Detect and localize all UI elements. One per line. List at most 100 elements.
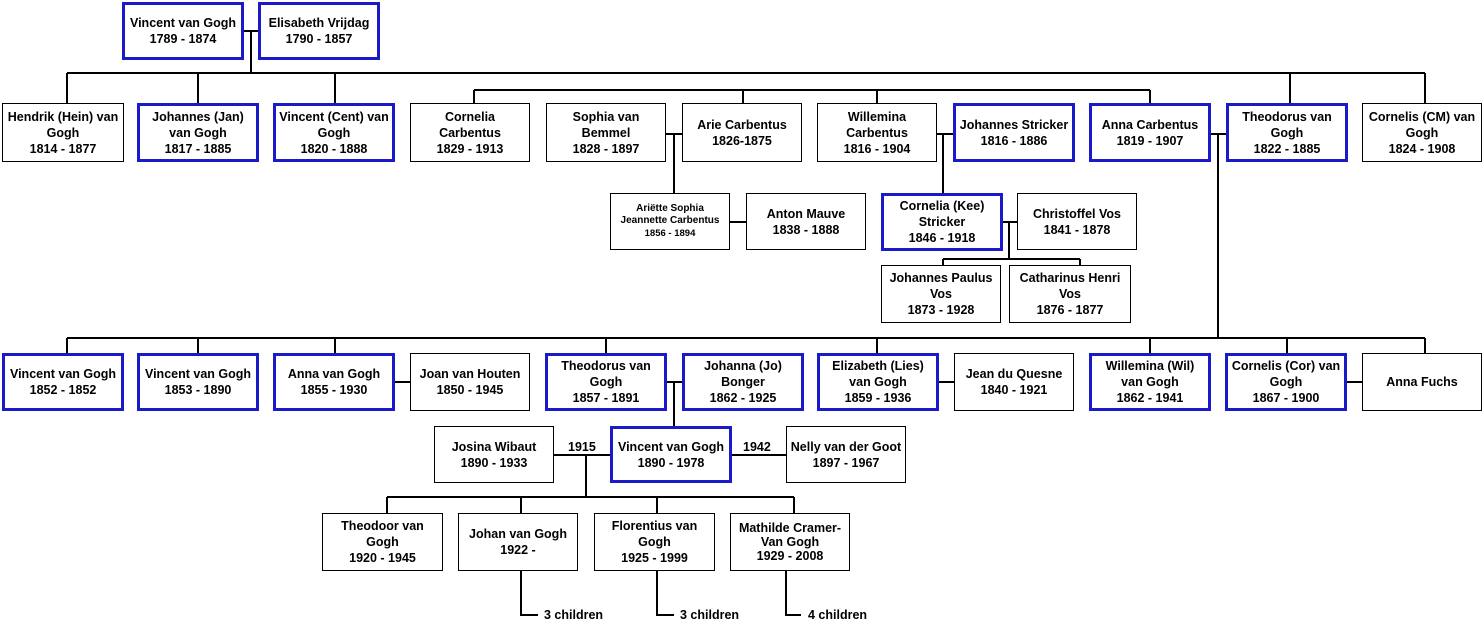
- person-name: Johannes Paulus Vos: [889, 271, 993, 301]
- person-dates: 1828 - 1897: [572, 141, 640, 156]
- person-name: Nelly van der Goot: [790, 439, 902, 454]
- person-dates: 1853 - 1890: [164, 383, 232, 397]
- person-dates: 1856 - 1894: [644, 227, 696, 239]
- person-dates: 1826-1875: [712, 133, 772, 148]
- person-dates: 1846 - 1918: [908, 231, 976, 245]
- person-name: Anna Carbentus: [1101, 117, 1199, 132]
- person-name: Catharinus Henri Vos: [1019, 271, 1121, 301]
- person-dates: 1862 - 1941: [1116, 391, 1184, 405]
- person-dates: 1816 - 1904: [843, 141, 911, 156]
- person-name: Anna Fuchs: [1386, 375, 1458, 389]
- person-name: Theodorus van Gogh: [561, 359, 651, 389]
- person-dates: 1838 - 1888: [772, 222, 840, 237]
- person-dates: 1817 - 1885: [164, 141, 232, 156]
- person-dates: 1816 - 1886: [980, 133, 1048, 148]
- johan-children-label: 3 children: [544, 608, 604, 622]
- person-dates: 1790 - 1857: [285, 32, 353, 46]
- person-joan-van-houten: Joan van Houten 1850 - 1945: [410, 353, 530, 411]
- person-cornelis-cor-van-gogh: Cornelis (Cor) van Gogh 1867 - 1900: [1225, 353, 1347, 411]
- person-dates: 1822 - 1885: [1253, 141, 1321, 156]
- person-dates: 1824 - 1908: [1388, 141, 1456, 156]
- person-name: Mathilde Cramer-Van Gogh: [738, 521, 842, 549]
- person-name: Vincent van Gogh: [617, 439, 725, 454]
- person-name: Willemina (Wil) van Gogh: [1105, 359, 1195, 389]
- person-theodorus-van-gogh-1857: Theodorus van Gogh 1857 - 1891: [545, 353, 667, 411]
- person-dates: 1862 - 1925: [709, 391, 777, 405]
- person-jean-du-quesne: Jean du Quesne 1840 - 1921: [954, 353, 1074, 411]
- person-name: Jean du Quesne: [965, 367, 1063, 381]
- connector-line: [520, 570, 538, 616]
- person-dates: 1867 - 1900: [1252, 391, 1320, 405]
- mathilde-children-label: 4 children: [808, 608, 868, 622]
- person-dates: 1922 -: [500, 543, 536, 557]
- person-name: Elizabeth (Lies) van Gogh: [832, 359, 924, 389]
- person-name: Johannes (Jan) van Gogh: [152, 109, 244, 140]
- person-dates: 1841 - 1878: [1043, 222, 1111, 237]
- person-dates: 1890 - 1933: [460, 455, 528, 470]
- person-dates: 1840 - 1921: [980, 383, 1048, 397]
- person-vincent-van-gogh-1852: Vincent van Gogh 1852 - 1852: [2, 353, 124, 411]
- person-name: Vincent (Cent) van Gogh: [279, 109, 389, 140]
- person-dates: 1820 - 1888: [300, 141, 368, 156]
- person-name: Sophia van Bemmel: [572, 109, 640, 140]
- person-name: Cornelis (Cor) van Gogh: [1231, 359, 1341, 389]
- connector-line: [656, 570, 674, 616]
- person-name: Arie Carbentus: [697, 117, 787, 132]
- person-dates: 1890 - 1978: [637, 455, 705, 470]
- person-vincent-van-gogh-1789: Vincent van Gogh 1789 - 1874: [122, 2, 244, 60]
- person-name: Vincent van Gogh: [129, 16, 237, 30]
- person-name: Johannes Stricker: [959, 117, 1069, 132]
- person-willemina-wil-van-gogh: Willemina (Wil) van Gogh 1862 - 1941: [1089, 353, 1211, 411]
- person-dates: 1814 - 1877: [29, 141, 97, 156]
- marriage-year-1915: 1915: [568, 440, 596, 454]
- person-name: Anna van Gogh: [287, 367, 381, 381]
- person-name: Josina Wibaut: [451, 439, 537, 454]
- person-dates: 1852 - 1852: [29, 383, 97, 397]
- person-dates: 1897 - 1967: [812, 455, 880, 470]
- person-dates: 1929 - 2008: [756, 549, 824, 563]
- person-dates: 1925 - 1999: [621, 551, 688, 565]
- person-dates: 1859 - 1936: [844, 391, 912, 405]
- person-name: Joan van Houten: [419, 367, 521, 381]
- person-dates: 1850 - 1945: [436, 383, 504, 397]
- person-dates: 1789 - 1874: [149, 32, 217, 46]
- person-name: Florentius van Gogh: [611, 519, 698, 549]
- person-dates: 1855 - 1930: [300, 383, 368, 397]
- marriage-year-1942: 1942: [743, 440, 771, 454]
- person-name: Vincent van Gogh: [9, 367, 117, 381]
- person-name: Cornelis (CM) van Gogh: [1368, 109, 1476, 140]
- person-anna-van-gogh: Anna van Gogh 1855 - 1930: [273, 353, 395, 411]
- person-name: Cornelia (Kee) Stricker: [899, 199, 985, 229]
- person-name: Christoffel Vos: [1033, 206, 1121, 221]
- person-cornelia-kee-stricker: Cornelia (Kee) Stricker 1846 - 1918: [881, 193, 1003, 251]
- person-name: Theodorus van Gogh: [1242, 109, 1332, 140]
- person-dates: 1819 - 1907: [1116, 133, 1184, 148]
- florentius-children-label: 3 children: [680, 608, 740, 622]
- person-name: Anton Mauve: [766, 206, 846, 221]
- person-name: Cornelia Carbentus: [439, 109, 501, 140]
- person-name: Willemina Carbentus: [846, 109, 908, 140]
- person-dates: 1857 - 1891: [572, 391, 640, 405]
- person-anna-fuchs: Anna Fuchs: [1362, 353, 1482, 411]
- person-name: Hendrik (Hein) van Gogh: [7, 109, 119, 140]
